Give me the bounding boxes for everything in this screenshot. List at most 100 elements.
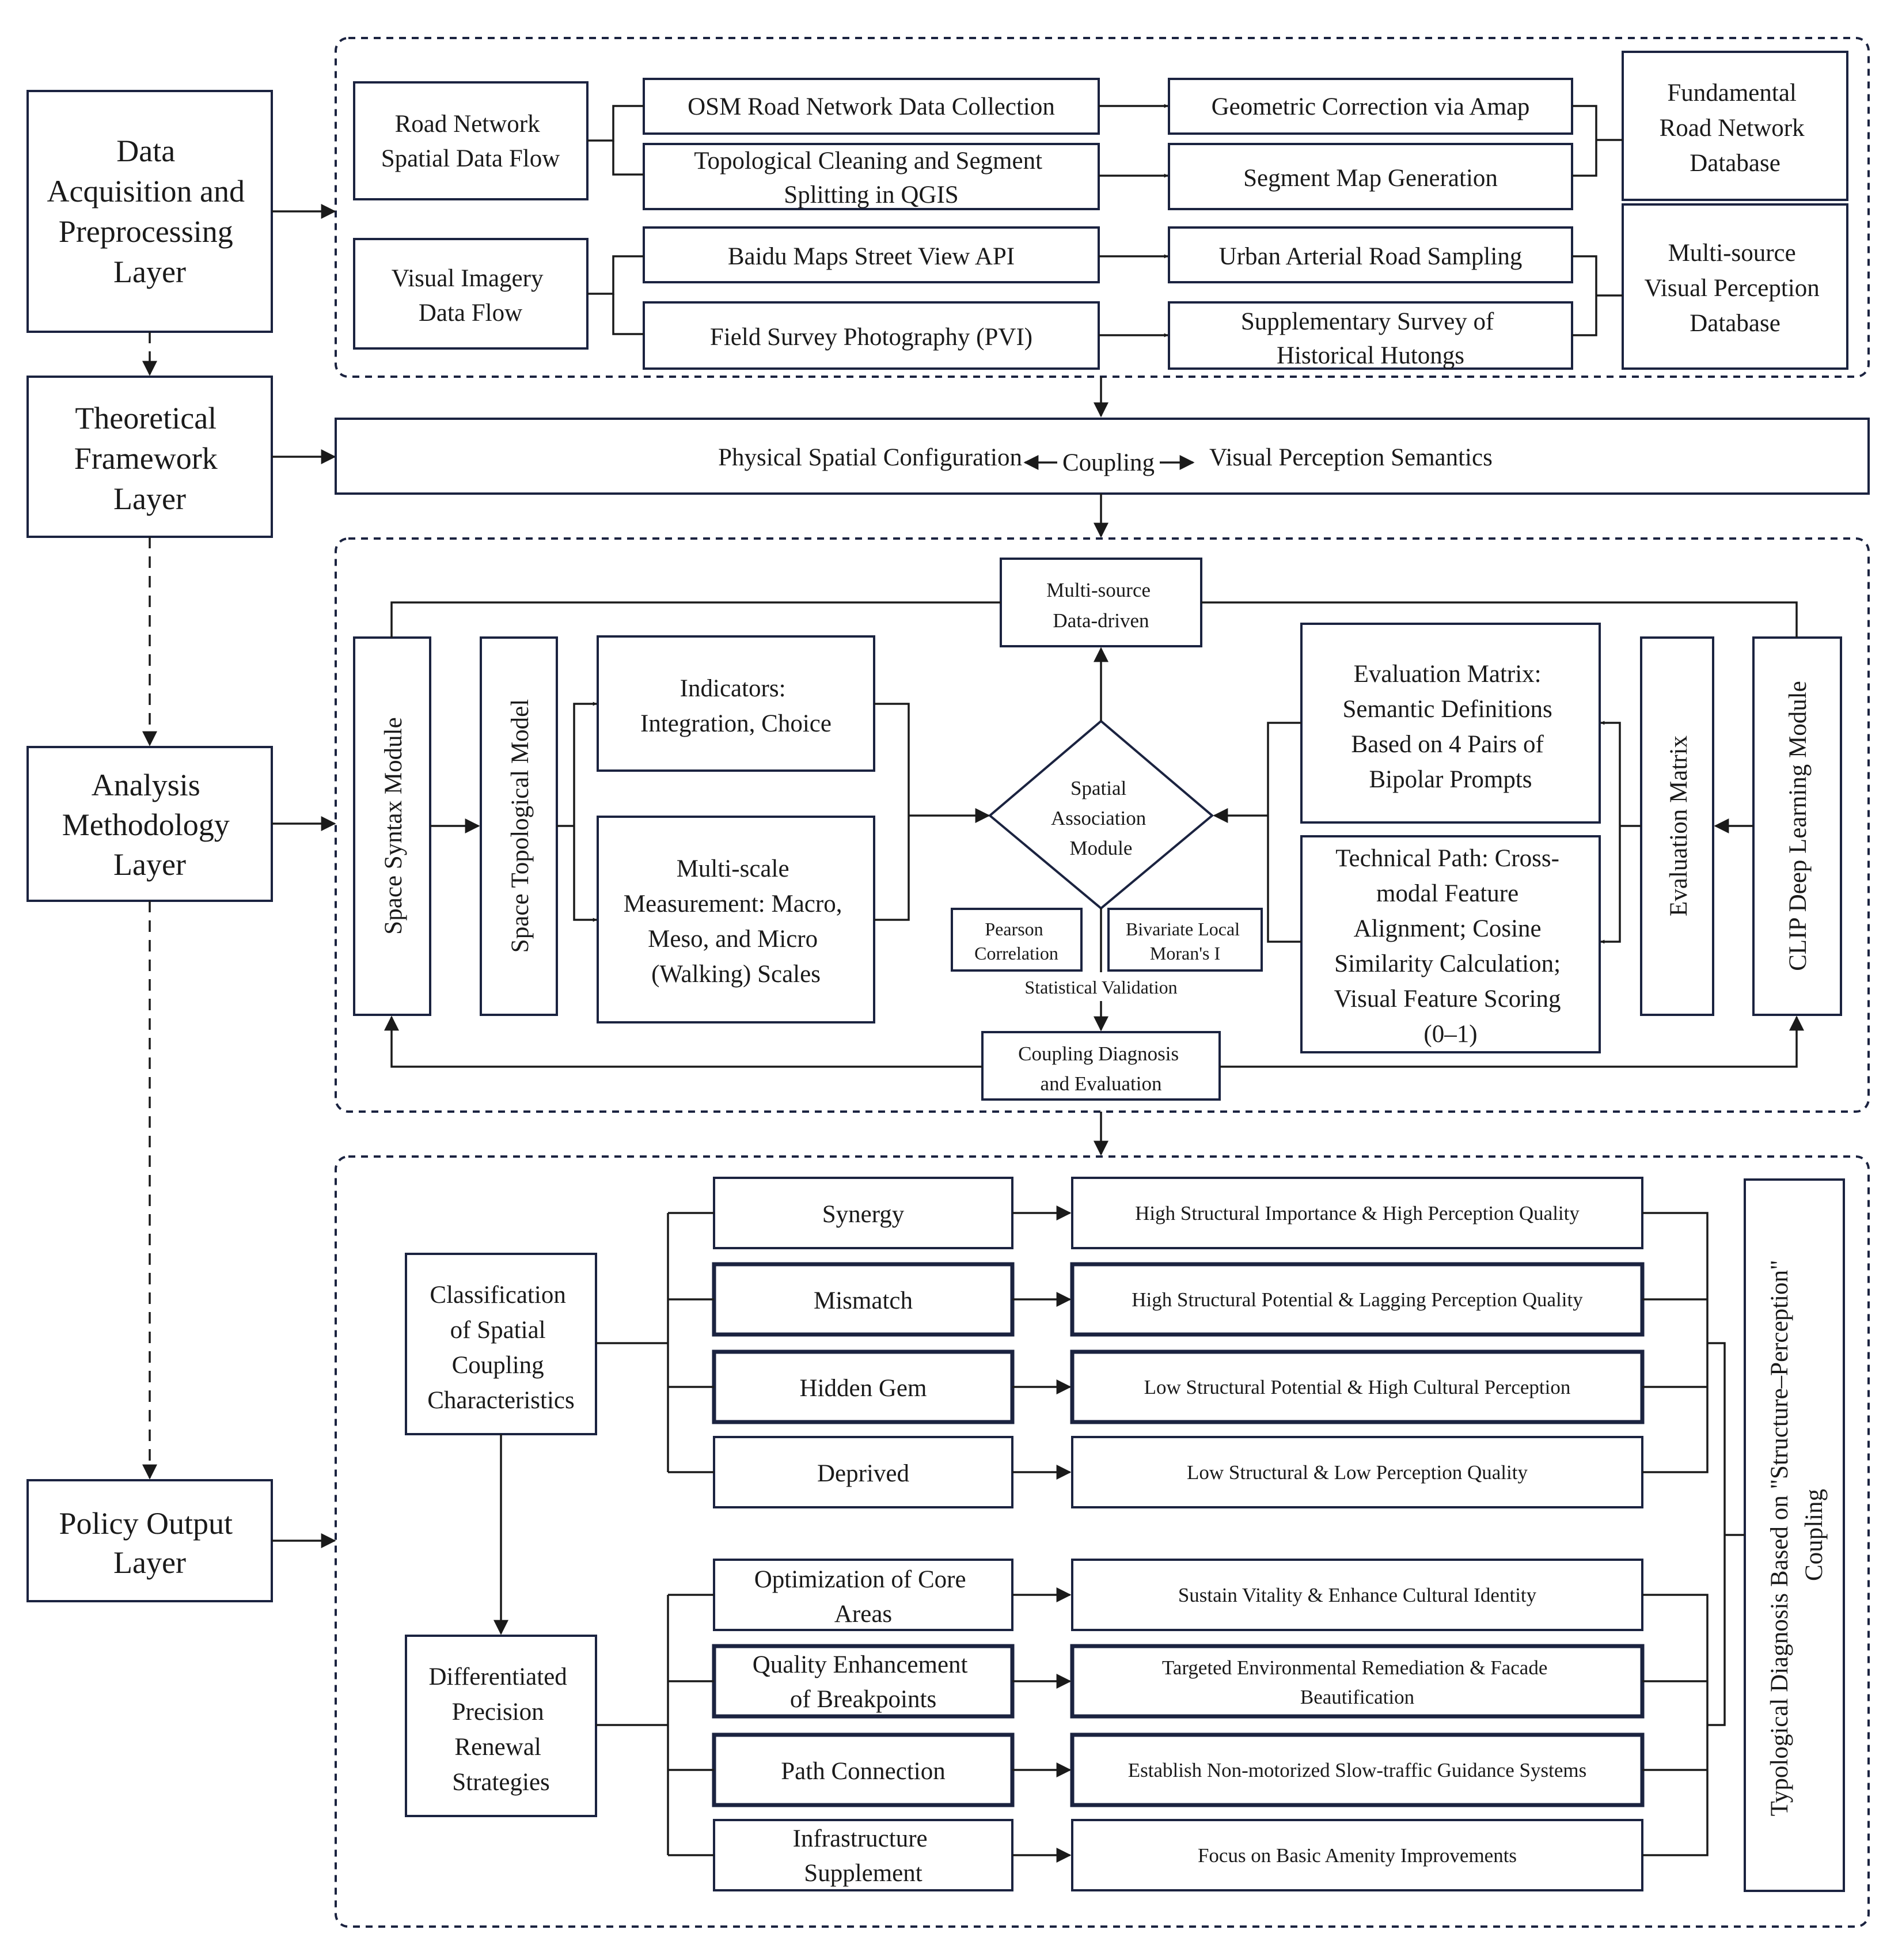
- policy-layer-box: Policy Output Layer: [26, 1479, 273, 1602]
- hutong-survey-box: Supplementary Survey of Historical Huton…: [1168, 301, 1573, 370]
- typological-diagnosis-box: Typological Diagnosis Based on "Structur…: [1744, 1178, 1845, 1892]
- multi-source-label: Multi-source Data-driven: [1046, 579, 1156, 632]
- action-breakpoints-desc: Targeted Environmental Remediation & Fac…: [1162, 1656, 1552, 1708]
- physical-configuration-label: Physical Spatial Configuration: [718, 444, 1022, 471]
- analysis-connectors: [384, 601, 1804, 1156]
- action-infrastructure-desc: Focus on Basic Amenity Improvements: [1198, 1844, 1517, 1867]
- type-mismatch-desc: High Structural Potential & Lagging Perc…: [1132, 1288, 1583, 1311]
- action-core-areas-label: Optimization of Core Areas: [754, 1566, 973, 1628]
- topological-model-label: Space Topological Model: [507, 699, 534, 953]
- multiscale-box: Multi-scale Measurement: Macro, Meso, an…: [597, 816, 875, 1023]
- data-acquisition-layer-label: Data Acquisition and Preprocessing Layer: [47, 134, 253, 289]
- evaluation-semantic-box: Evaluation Matrix: Semantic Definitions …: [1300, 623, 1601, 824]
- geometric-correction-label: Geometric Correction via Amap: [1212, 93, 1530, 120]
- visual-flow-box: Visual Imagery Data Flow: [353, 238, 589, 350]
- topological-cleaning-label: Topological Cleaning and Segment Splitti…: [694, 147, 1049, 208]
- policy-layer-label: Policy Output Layer: [59, 1506, 240, 1580]
- evaluation-matrix-box: Evaluation Matrix: [1640, 636, 1714, 1016]
- type-deprived-label: Deprived: [817, 1460, 909, 1487]
- classification-label: Classification of Spatial Coupling Chara…: [427, 1282, 575, 1414]
- type-synergy-desc: High Structural Importance & High Percep…: [1135, 1202, 1580, 1224]
- field-survey-label: Field Survey Photography (PVI): [710, 324, 1032, 351]
- coupling-label: Coupling: [1062, 449, 1155, 476]
- multi-source-box: Multi-source Data-driven: [1000, 558, 1202, 647]
- policy-section: [335, 1155, 1870, 1928]
- geometric-correction-box: Geometric Correction via Amap: [1168, 78, 1573, 135]
- framework-box: Physical Spatial Configuration Coupling …: [335, 418, 1870, 495]
- action-path-connection-label: Path Connection: [781, 1758, 945, 1785]
- typological-diagnosis-label: Typological Diagnosis Based on "Structur…: [1766, 1254, 1828, 1817]
- evaluation-semantic-label: Evaluation Matrix: Semantic Definitions …: [1343, 661, 1559, 793]
- action-infrastructure-label: Infrastructure Supplement: [793, 1825, 934, 1887]
- visual-database-box: Multi-source Visual Perception Database: [1622, 203, 1848, 370]
- osm-collection-box: OSM Road Network Data Collection: [643, 78, 1100, 135]
- type-hidden-gem-label: Hidden Gem: [800, 1375, 927, 1402]
- morans-box: Bivariate Local Moran's I: [1107, 908, 1263, 972]
- road-flow-box: Road Network Spatial Data Flow: [353, 81, 589, 200]
- type-mismatch: Mismatch High Structural Potential & Lag…: [712, 1262, 1645, 1337]
- pearson-box: Pearson Correlation: [951, 908, 1083, 972]
- type-hidden-gem-desc: Low Structural Potential & High Cultural…: [1144, 1376, 1571, 1398]
- segment-map-label: Segment Map Generation: [1243, 165, 1498, 192]
- road-database-box: Fundamental Road Network Database: [1622, 51, 1848, 201]
- visual-database-label: Multi-source Visual Perception Database: [1644, 240, 1825, 337]
- action-path-connection: Path Connection Establish Non-motorized …: [712, 1732, 1645, 1807]
- spatial-association-label: Spatial Association Module: [1051, 777, 1151, 859]
- strategies-label: Differentiated Precision Renewal Strateg…: [428, 1663, 573, 1796]
- type-synergy-label: Synergy: [822, 1201, 905, 1228]
- road-flow-label: Road Network Spatial Data Flow: [381, 111, 560, 172]
- technical-path-box: Technical Path: Cross- modal Feature Ali…: [1300, 835, 1601, 1053]
- technical-path-label: Technical Path: Cross- modal Feature Ali…: [1334, 845, 1567, 1048]
- multiscale-label: Multi-scale Measurement: Macro, Meso, an…: [624, 855, 848, 988]
- clip-module-label: CLIP Deep Learning Module: [1785, 681, 1812, 971]
- topological-cleaning-box: Topological Cleaning and Segment Splitti…: [643, 143, 1100, 210]
- statistical-validation-label: Statistical Validation: [1024, 977, 1177, 998]
- baidu-api-label: Baidu Maps Street View API: [728, 243, 1015, 270]
- clip-module-box: CLIP Deep Learning Module: [1752, 636, 1842, 1016]
- action-breakpoints-label: Quality Enhancement of Breakpoints: [753, 1651, 974, 1713]
- coupling-diagnosis-box: Coupling Diagnosis and Evaluation: [981, 1031, 1221, 1101]
- topological-model-box: Space Topological Model: [480, 636, 558, 1016]
- arterial-sampling-label: Urban Arterial Road Sampling: [1219, 243, 1523, 270]
- acquisition-section: [335, 37, 1870, 378]
- classification-box: Classification of Spatial Coupling Chara…: [405, 1253, 597, 1435]
- pearson-label: Pearson Correlation: [974, 919, 1058, 964]
- theoretical-layer-label: Theoretical Framework Layer: [74, 401, 225, 516]
- type-mismatch-label: Mismatch: [814, 1287, 913, 1314]
- indicators-label: Indicators: Integration, Choice: [640, 675, 832, 737]
- action-breakpoints: Quality Enhancement of Breakpoints Targe…: [712, 1644, 1645, 1719]
- road-database-label: Fundamental Road Network Database: [1660, 79, 1811, 177]
- action-core-areas-desc: Sustain Vitality & Enhance Cultural Iden…: [1178, 1584, 1537, 1606]
- arterial-sampling-box: Urban Arterial Road Sampling: [1168, 226, 1573, 283]
- space-syntax-module-box: Space Syntax Module: [353, 636, 431, 1016]
- data-acquisition-layer-box: Data Acquisition and Preprocessing Layer: [26, 90, 273, 333]
- indicators-box: Indicators: Integration, Choice: [597, 635, 875, 772]
- baidu-api-box: Baidu Maps Street View API: [643, 226, 1100, 283]
- theoretical-layer-box: Theoretical Framework Layer: [26, 376, 273, 538]
- visual-flow-label: Visual Imagery Data Flow: [392, 265, 549, 327]
- segment-map-box: Segment Map Generation: [1168, 143, 1573, 210]
- visual-semantics-label: Visual Perception Semantics: [1209, 444, 1493, 471]
- hutong-survey-label: Supplementary Survey of Historical Huton…: [1241, 308, 1500, 369]
- spatial-association-diamond: Spatial Association Module: [988, 719, 1214, 910]
- action-infrastructure: Infrastructure Supplement Focus on Basic…: [713, 1819, 1643, 1891]
- morans-label: Bivariate Local Moran's I: [1126, 919, 1244, 964]
- action-core-areas: Optimization of Core Areas Sustain Vital…: [713, 1559, 1643, 1631]
- action-path-connection-desc: Establish Non-motorized Slow-traffic Gui…: [1128, 1759, 1586, 1781]
- osm-collection-label: OSM Road Network Data Collection: [688, 93, 1055, 120]
- layer-connectors: [142, 204, 336, 1548]
- type-deprived: Deprived Low Structural & Low Perception…: [713, 1436, 1643, 1508]
- analysis-layer-box: Analysis Methodology Layer: [26, 746, 273, 902]
- acquisition-connectors: [587, 104, 1623, 418]
- type-synergy: Synergy High Structural Importance & Hig…: [713, 1177, 1643, 1249]
- field-survey-box: Field Survey Photography (PVI): [643, 301, 1100, 370]
- policy-connectors: [493, 1205, 1745, 1863]
- type-hidden-gem: Hidden Gem Low Structural Potential & Hi…: [712, 1349, 1645, 1424]
- type-deprived-desc: Low Structural & Low Perception Quality: [1187, 1461, 1528, 1484]
- analysis-layer-label: Analysis Methodology Layer: [62, 768, 238, 882]
- coupling-diagnosis-label: Coupling Diagnosis and Evaluation: [1018, 1042, 1184, 1095]
- evaluation-matrix-label: Evaluation Matrix: [1665, 736, 1692, 916]
- space-syntax-module-label: Space Syntax Module: [380, 717, 407, 934]
- strategies-box: Differentiated Precision Renewal Strateg…: [405, 1635, 597, 1817]
